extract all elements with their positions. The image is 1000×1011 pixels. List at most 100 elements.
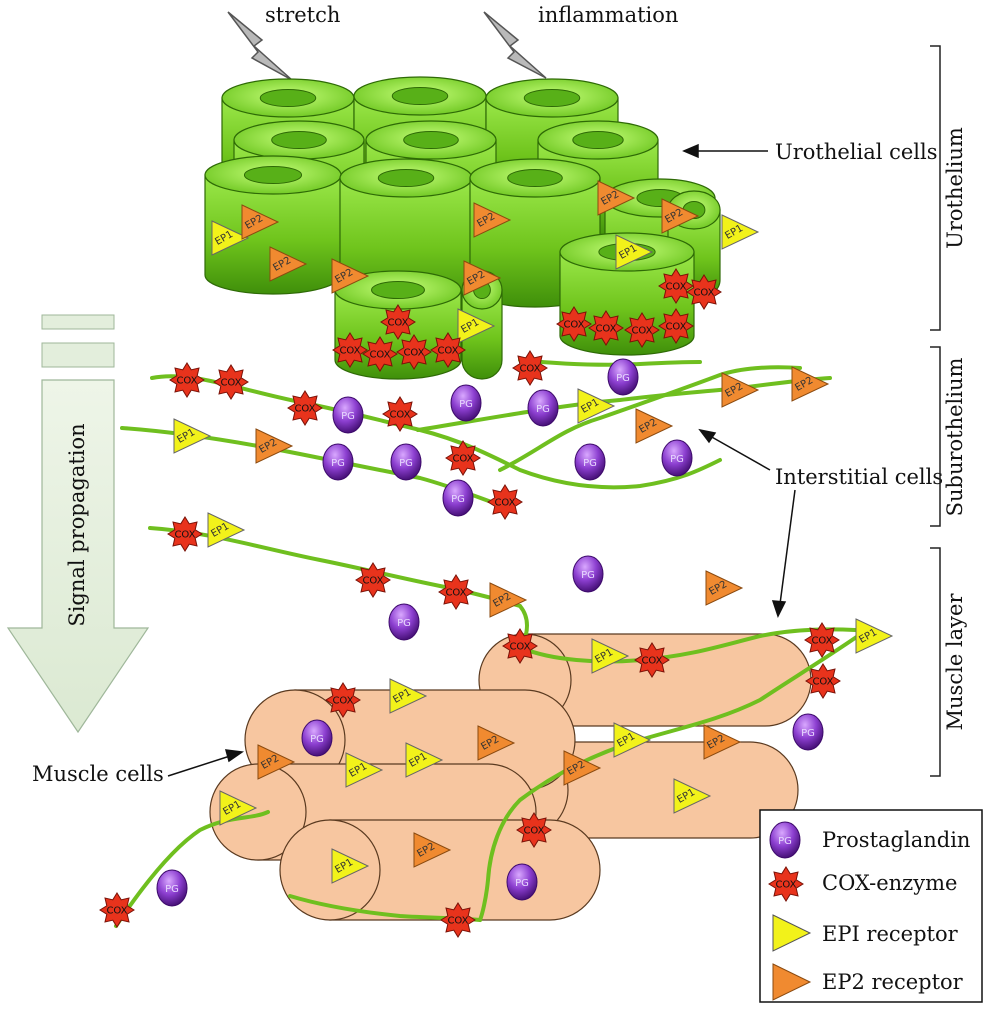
svg-text:PG: PG xyxy=(670,454,684,465)
svg-text:COX: COX xyxy=(445,588,466,599)
cox-enzyme-icon: COX xyxy=(287,390,323,426)
cox-enzyme-icon: COX xyxy=(634,642,670,678)
ep1-receptor-icon: EP1 xyxy=(207,512,246,548)
cox-enzyme-icon: COX xyxy=(805,663,841,699)
svg-text:PG: PG xyxy=(451,494,465,505)
svg-text:PG: PG xyxy=(581,570,595,581)
interstitial-cells-label: Interstitial cells xyxy=(775,465,943,489)
prostaglandin-icon: PG xyxy=(322,443,354,481)
ep2-receptor-icon: EP2 xyxy=(241,204,280,240)
cox-enzyme-icon: COX xyxy=(804,622,840,658)
ep2-receptor-icon: EP2 xyxy=(721,372,760,408)
stretch-label: stretch xyxy=(265,3,340,27)
svg-text:COX: COX xyxy=(641,656,662,667)
legend-cox-label: COX-enzyme xyxy=(822,871,957,895)
ep1-receptor-icon: EP1 xyxy=(457,308,496,344)
svg-text:PG: PG xyxy=(778,836,792,847)
legend-ep2-icon xyxy=(772,963,812,1001)
urothelial-cell xyxy=(204,155,342,295)
cox-enzyme-icon: COX xyxy=(213,364,249,400)
ep1-receptor-icon: EP1 xyxy=(211,220,250,256)
svg-text:COX: COX xyxy=(519,364,540,375)
cox-enzyme-icon: COX xyxy=(169,362,205,398)
ep1-receptor-icon: EP1 xyxy=(577,388,616,424)
ep2-receptor-icon: EP2 xyxy=(705,570,744,606)
svg-text:COX: COX xyxy=(369,350,390,361)
cox-enzyme-icon: COX xyxy=(516,812,552,848)
svg-text:COX: COX xyxy=(176,376,197,387)
ep2-receptor-icon: EP2 xyxy=(563,750,602,786)
svg-text:PG: PG xyxy=(331,458,345,469)
ep1-receptor-icon: EP1 xyxy=(219,790,258,826)
prostaglandin-icon: PG xyxy=(607,358,639,396)
svg-text:PG: PG xyxy=(536,404,550,415)
svg-text:PG: PG xyxy=(459,399,473,410)
prostaglandin-icon: PG xyxy=(574,443,606,481)
svg-text:COX: COX xyxy=(812,677,833,688)
svg-text:COX: COX xyxy=(631,326,652,337)
muscle-cells-label: Muscle cells xyxy=(32,762,164,786)
callout-arrows xyxy=(167,143,796,777)
cox-enzyme-icon: COX xyxy=(686,274,722,310)
ep1-receptor-icon: EP1 xyxy=(331,848,370,884)
ep1-receptor-icon: EP1 xyxy=(345,752,384,788)
ep2-receptor-icon: EP2 xyxy=(413,832,452,868)
ep2-receptor-icon: EP2 xyxy=(597,180,636,216)
layer-brackets xyxy=(930,45,941,777)
cox-enzyme-icon: COX xyxy=(512,350,548,386)
svg-text:COX: COX xyxy=(811,636,832,647)
ep1-receptor-icon: EP1 xyxy=(613,722,652,758)
legend-ep2-label: EP2 receptor xyxy=(822,970,964,994)
prostaglandin-icon: PG xyxy=(450,384,482,422)
ep1-receptor-icon: EP1 xyxy=(615,234,654,270)
svg-text:COX: COX xyxy=(523,826,544,837)
svg-text:COX: COX xyxy=(494,498,515,509)
svg-text:PG: PG xyxy=(801,728,815,739)
cox-enzyme-icon: COX xyxy=(396,334,432,370)
prostaglandin-icon: PG xyxy=(390,443,422,481)
prostaglandin-icon: PG xyxy=(388,603,420,641)
cox-enzyme-icon: COX xyxy=(658,308,694,344)
svg-text:COX: COX xyxy=(220,378,241,389)
ep2-receptor-icon: EP2 xyxy=(477,725,516,761)
ep1-receptor-icon: EP1 xyxy=(173,418,212,454)
cox-enzyme-icon: COX xyxy=(624,312,660,348)
svg-text:COX: COX xyxy=(563,320,584,331)
svg-text:COX: COX xyxy=(403,348,424,359)
urothelial-cells-label: Urothelial cells xyxy=(775,140,938,164)
prostaglandin-icon: PG xyxy=(442,479,474,517)
prostaglandin-icon: PG xyxy=(156,869,188,907)
ep1-receptor-icon: EP1 xyxy=(389,678,428,714)
svg-text:COX: COX xyxy=(362,576,383,587)
svg-text:COX: COX xyxy=(509,642,530,653)
svg-text:PG: PG xyxy=(310,734,324,745)
cox-enzyme-icon: COX xyxy=(440,902,476,938)
cox-enzyme-icon: COX xyxy=(167,516,203,552)
ep1-receptor-icon: EP1 xyxy=(591,638,630,674)
svg-text:PG: PG xyxy=(341,411,355,422)
prostaglandin-icon: PG xyxy=(301,719,333,757)
cox-enzyme-icon: COX xyxy=(556,306,592,342)
svg-text:COX: COX xyxy=(389,410,410,421)
ep2-receptor-icon: EP2 xyxy=(473,202,512,238)
ep2-receptor-icon: EP2 xyxy=(255,428,294,464)
cox-enzyme-icon: COX xyxy=(430,332,466,368)
urothelium-label: Urothelium xyxy=(943,127,967,249)
ep2-receptor-icon: EP2 xyxy=(791,366,830,402)
cox-enzyme-icon: COX xyxy=(355,562,391,598)
prostaglandin-icon: PG xyxy=(572,555,604,593)
svg-text:COX: COX xyxy=(339,346,360,357)
prostaglandin-icon: PG xyxy=(527,389,559,427)
ep1-receptor-icon: EP1 xyxy=(673,778,712,814)
muscle-layer-label: Muscle layer xyxy=(943,593,967,731)
cox-enzyme-icon: COX xyxy=(99,892,135,928)
suburothelium-label: Suburothelium xyxy=(943,358,967,517)
cox-enzyme-icon: COX xyxy=(445,440,481,476)
ep2-receptor-icon: EP2 xyxy=(331,258,370,294)
ep2-receptor-icon: EP2 xyxy=(635,408,674,444)
svg-text:COX: COX xyxy=(452,454,473,465)
svg-text:COX: COX xyxy=(693,288,714,299)
svg-text:COX: COX xyxy=(447,916,468,927)
cox-enzyme-icon: COX xyxy=(658,268,694,304)
